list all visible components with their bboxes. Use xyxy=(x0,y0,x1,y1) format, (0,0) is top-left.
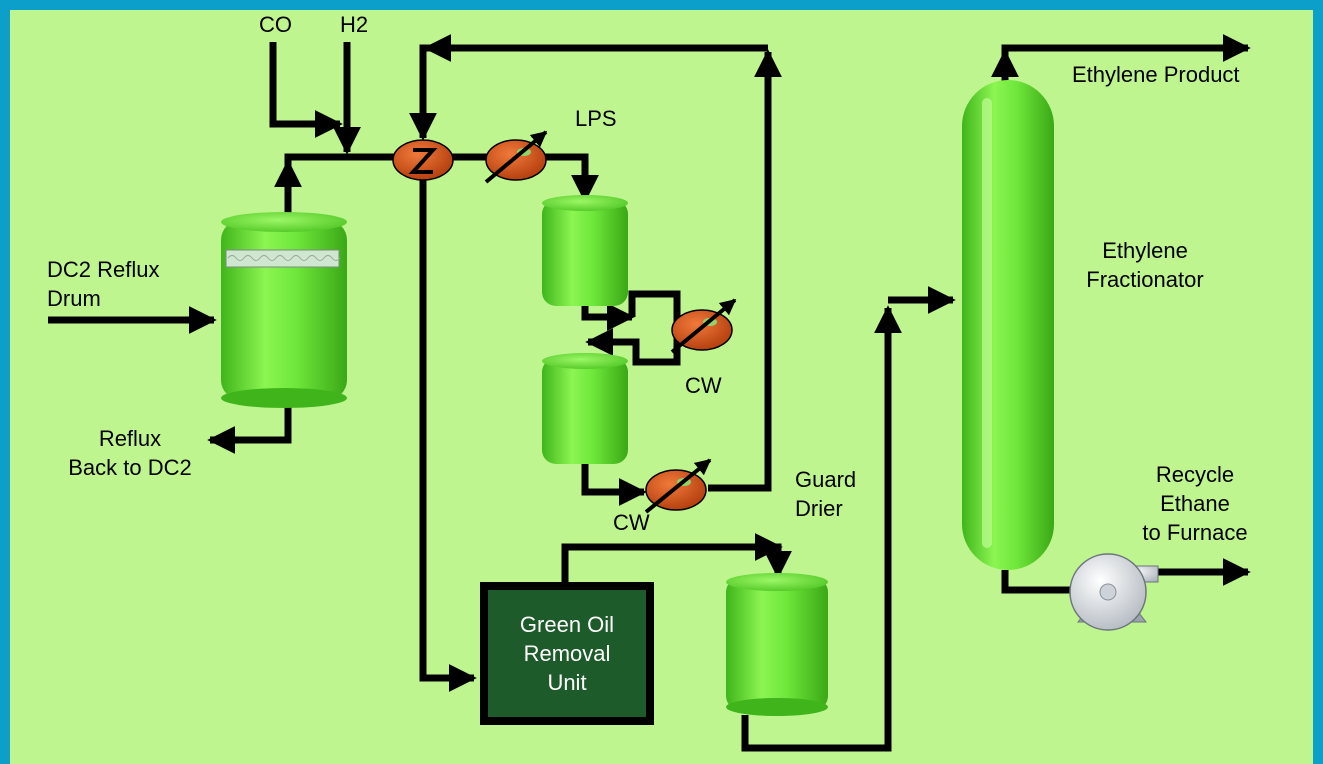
cw-upper-label: CW xyxy=(685,373,722,398)
cw-cooler-upper xyxy=(670,298,737,354)
process-lines xyxy=(48,34,1251,752)
recycle-ethane-label-line3: to Furnace xyxy=(1142,520,1248,545)
reflux-drum-label-line2: Drum xyxy=(47,286,101,311)
guard-drier-vessel xyxy=(726,573,828,716)
reactor-1-vessel xyxy=(542,195,628,306)
top-loop-line xyxy=(409,44,768,141)
guard-drier-label: Guard Drier xyxy=(795,465,856,523)
reflux-back-line xyxy=(207,405,292,454)
ethylene-fractionator-column xyxy=(962,80,1054,570)
fractionator-label-line1: Ethylene xyxy=(1102,238,1188,263)
drum-overhead-line xyxy=(284,153,405,215)
reactor2-outlet xyxy=(581,460,647,506)
recycle-ethane-label: Recycle Ethane to Furnace xyxy=(1110,460,1280,547)
reflux-drum-label: DC2 Reflux Drum xyxy=(47,255,159,313)
feed-effluent-exchanger xyxy=(392,139,454,181)
recycle-ethane-label-line1: Recycle xyxy=(1155,462,1235,487)
guard-drier-label-line1: Guard xyxy=(795,467,857,492)
process-flow-diagram: CO H2 LPS CW CW DC2 Reflux Drum Reflux B… xyxy=(10,10,1313,764)
lps-label: LPS xyxy=(575,106,617,131)
lps-heater xyxy=(484,130,548,184)
flow-lines-layer xyxy=(48,34,1251,752)
lps-heater-to-reactor xyxy=(542,153,599,203)
reactor1-outlet xyxy=(581,302,635,331)
reflux-return-label-line2: Back to DC2 xyxy=(68,455,192,480)
drier-to-fractionator-line xyxy=(741,305,902,752)
ethylene-product-label: Ethylene Product xyxy=(1072,62,1240,87)
co-feed-label: CO xyxy=(259,12,292,37)
h2-feed-label: H2 xyxy=(340,12,369,37)
co-feed-line xyxy=(269,42,343,138)
cooler-loop xyxy=(628,290,681,328)
fractionator-label-line2: Fractionator xyxy=(1086,267,1204,292)
green-oil-unit-line2: Removal xyxy=(523,641,611,666)
reflux-return-label: Reflux Back to DC2 xyxy=(40,424,220,482)
cooler2-outlet xyxy=(708,49,782,492)
reactor-2-vessel xyxy=(542,353,628,464)
reflux-return-label-line1: Reflux xyxy=(98,426,162,451)
fractionator-label: Ethylene Fractionator xyxy=(1060,236,1230,294)
recycle-pump xyxy=(1069,553,1159,631)
guard-drier-label-line2: Drier xyxy=(795,496,843,521)
cw-cooler-lower xyxy=(644,458,712,514)
hx-to-green-oil-line xyxy=(419,178,477,692)
reflux-drum-vessel xyxy=(221,212,347,408)
cooler-return xyxy=(585,328,681,366)
green-oil-unit-line3: Unit xyxy=(547,670,587,695)
cw-lower-label: CW xyxy=(613,510,650,535)
recycle-ethane-label-line2: Ethane xyxy=(1160,491,1230,516)
green-oil-removal-unit: Green Oil Removal Unit xyxy=(480,582,654,725)
green-oil-unit-line1: Green Oil xyxy=(519,612,615,637)
bottoms-line xyxy=(1001,570,1072,594)
green-oil-to-drier-line xyxy=(561,543,792,582)
reflux-drum-label-line1: DC2 Reflux xyxy=(47,257,160,282)
